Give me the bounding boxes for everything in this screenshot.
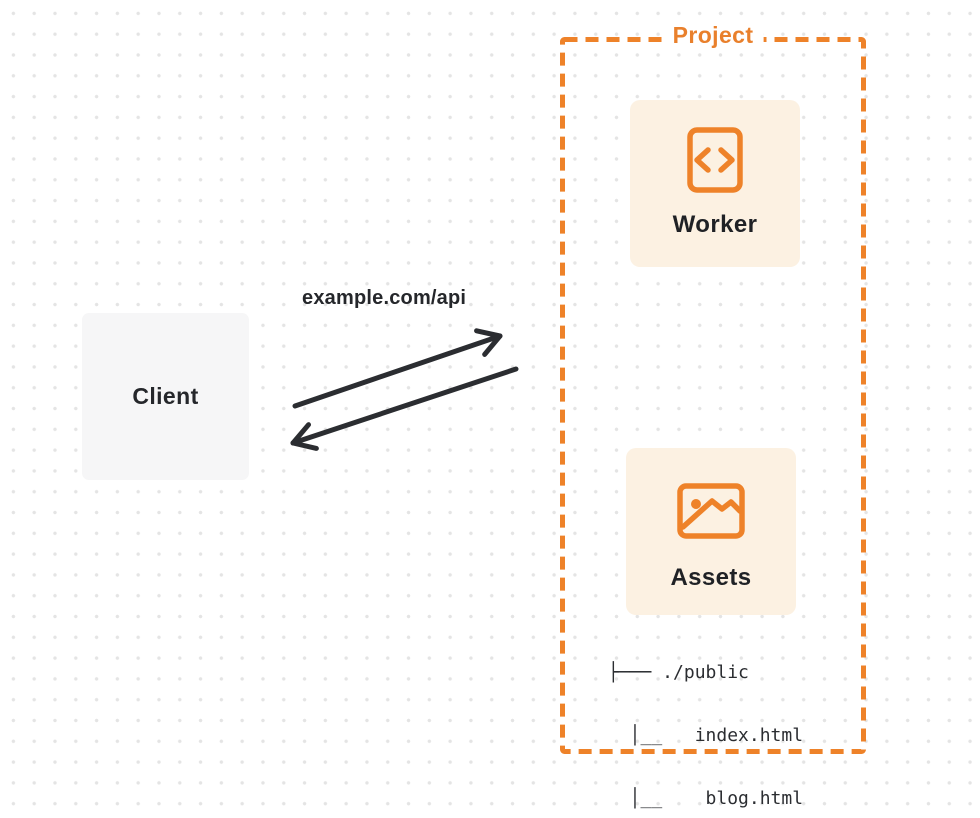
file-tree-line-blog: │__ blog.html bbox=[608, 788, 804, 809]
file-tree-line-root: ├─── ./public bbox=[608, 662, 749, 683]
worker-node: Worker bbox=[630, 100, 800, 267]
assets-file-tree: ├─── ./public │__ index.html │__ blog.ht… bbox=[608, 620, 803, 818]
project-container: Project Worker Assets ├─── ./public │__ … bbox=[560, 23, 866, 809]
client-label: Client bbox=[132, 383, 199, 409]
assets-node: Assets bbox=[626, 448, 796, 615]
file-tree-line-index: │__ index.html bbox=[608, 725, 804, 746]
assets-label: Assets bbox=[670, 564, 752, 591]
worker-label: Worker bbox=[672, 211, 758, 238]
request-arrow bbox=[292, 328, 503, 409]
code-file-icon bbox=[687, 127, 743, 193]
client-node: Client bbox=[82, 313, 249, 480]
request-url-label: example.com/api bbox=[302, 287, 467, 309]
image-icon bbox=[677, 483, 745, 539]
project-label: Project bbox=[662, 23, 764, 47]
response-arrow bbox=[290, 366, 519, 451]
